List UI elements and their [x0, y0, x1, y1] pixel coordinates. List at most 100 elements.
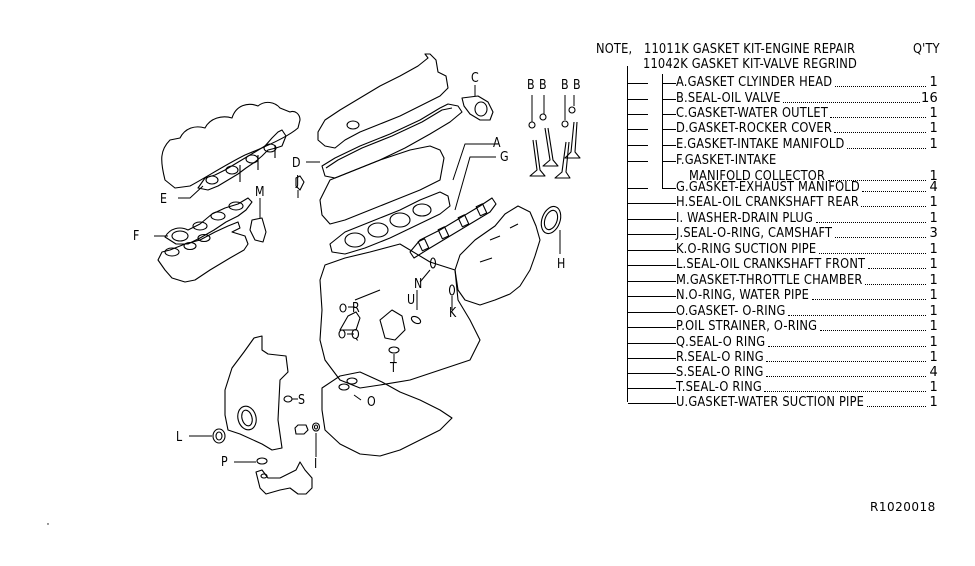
part-qty: 1 [929, 288, 938, 303]
leader-dots [766, 361, 926, 362]
callout-E: E [160, 192, 167, 207]
tree-branch [628, 99, 648, 100]
part-qty: 1 [929, 380, 938, 395]
tree-branch [628, 188, 648, 189]
part-qty: 16 [921, 91, 938, 106]
tree-branch [663, 114, 676, 115]
part-name: M.GASKET-THROTTLE CHAMBER [676, 273, 863, 288]
tree-branch [628, 129, 648, 130]
part-qty: 1 [929, 304, 938, 319]
part-name: B.SEAL-OIL VALVE [676, 91, 781, 106]
part-qty: 4 [929, 180, 938, 195]
part-qty: 1 [929, 242, 938, 257]
part-name: S.SEAL-O RING [676, 365, 764, 380]
callout-M: M [255, 185, 265, 200]
leader-dots [764, 391, 926, 392]
part-name: K.O-RING SUCTION PIPE [676, 242, 817, 257]
part-name: R.SEAL-O RING [676, 350, 764, 365]
tree-branch [663, 161, 676, 162]
part-row-Q: Q.SEAL-O RING [676, 336, 777, 350]
part-name: A.GASKET CLYINDER HEAD [676, 75, 833, 90]
tree-branch [628, 296, 676, 297]
leader-dots [835, 86, 926, 87]
part-qty: 1 [929, 395, 938, 410]
stray-dot [47, 523, 49, 525]
part-row-R: R.SEAL-O RING [676, 351, 776, 365]
kit-main-title: 11011K GASKET KIT-ENGINE REPAIR [644, 42, 856, 57]
leader-dots [868, 268, 926, 269]
callout-P: P [221, 455, 228, 470]
tree-branch [628, 281, 676, 282]
callout-F: F [133, 229, 140, 244]
part-row-G: G.GASKET-EXHAUST MANIFOLD [676, 181, 885, 195]
diagram-code: R1020018 [870, 500, 936, 514]
leader-dots [830, 117, 926, 118]
callout-R: R [352, 301, 360, 316]
tree-branch [663, 188, 676, 189]
leader-lines [154, 85, 575, 463]
leader-dots [783, 102, 920, 103]
intake-manifold-drawing [161, 101, 301, 191]
timing-cover-drawing [224, 335, 289, 451]
tree-sub-trunk [662, 74, 663, 189]
callout-B: B [561, 78, 569, 93]
tree-branch [628, 327, 676, 328]
part-row-N: N.O-RING, WATER PIPE [676, 289, 827, 303]
part-row-O: O.GASKET- O-RING [676, 305, 801, 319]
leader-dots [835, 237, 926, 238]
part-row-A: A.GASKET CLYINDER HEAD [676, 76, 854, 90]
part-qty: 1 [929, 350, 938, 365]
callout-Q: Q [351, 328, 360, 343]
valves-drawing [528, 106, 581, 179]
part-row-E: E.GASKET-INTAKE MANIFOLD [676, 138, 867, 152]
part-qty: 1 [929, 121, 938, 136]
tree-branch [663, 83, 676, 84]
part-name: F.GASKET-INTAKE [676, 153, 777, 168]
part-row-F: F.GASKET-INTAKE [676, 154, 790, 168]
callout-K: K [449, 306, 457, 321]
front-crank-seal-drawing [212, 428, 226, 444]
part-qty: 4 [929, 365, 938, 380]
rear-crank-seal-drawing [540, 205, 562, 235]
part-name: H.SEAL-OIL CRANKSHAFT REAR [676, 195, 859, 210]
part-qty: 1 [929, 273, 938, 288]
tree-branch [628, 343, 676, 344]
tree-branch [628, 373, 676, 374]
qty-header: Q'TY [913, 42, 940, 57]
tree-branch [663, 99, 676, 100]
part-row-K: K.O-RING SUCTION PIPE [676, 243, 835, 257]
tree-branch [628, 312, 676, 313]
leader-dots [834, 132, 926, 133]
part-name: C.GASKET-WATER OUTLET [676, 106, 828, 121]
callout-I: I [314, 457, 318, 472]
drain-plug-drawing [294, 422, 321, 435]
part-qty: 1 [929, 75, 938, 90]
throttle-chamber-gasket-drawing [249, 217, 267, 243]
kit-sub-title: 11042K GASKET KIT-VALVE REGRIND [643, 57, 858, 72]
leader-dots [816, 222, 926, 223]
leader-dots [766, 376, 926, 377]
part-row-M: M.GASKET-THROTTLE CHAMBER [676, 274, 888, 288]
part-name: E.GASKET-INTAKE MANIFOLD [676, 137, 845, 152]
callout-J: J [296, 174, 300, 189]
tree-branch [663, 129, 676, 130]
callout-A: A [493, 136, 501, 151]
part-qty: 1 [929, 169, 938, 184]
rocker-cover-drawing [317, 53, 463, 179]
part-name: J.SEAL-O-RING, CAMSHAFT [676, 226, 833, 241]
cylinder-head-drawing [319, 145, 451, 255]
part-row-H: H.SEAL-OIL CRANKSHAFT REAR [676, 196, 884, 210]
leader-dots [862, 191, 926, 192]
callout-S: S [298, 393, 306, 408]
leader-dots [768, 346, 926, 347]
part-name: T.SEAL-O RING [676, 380, 762, 395]
leader-dots [828, 180, 926, 181]
part-qty: 1 [929, 211, 938, 226]
callout-U: U [407, 293, 416, 308]
leader-dots [865, 284, 926, 285]
tree-branch [628, 403, 676, 404]
tree-branch [628, 234, 676, 235]
part-row-F-cont: MANIFOLD COLLECTOR [689, 170, 844, 184]
leader-dots [788, 315, 926, 316]
